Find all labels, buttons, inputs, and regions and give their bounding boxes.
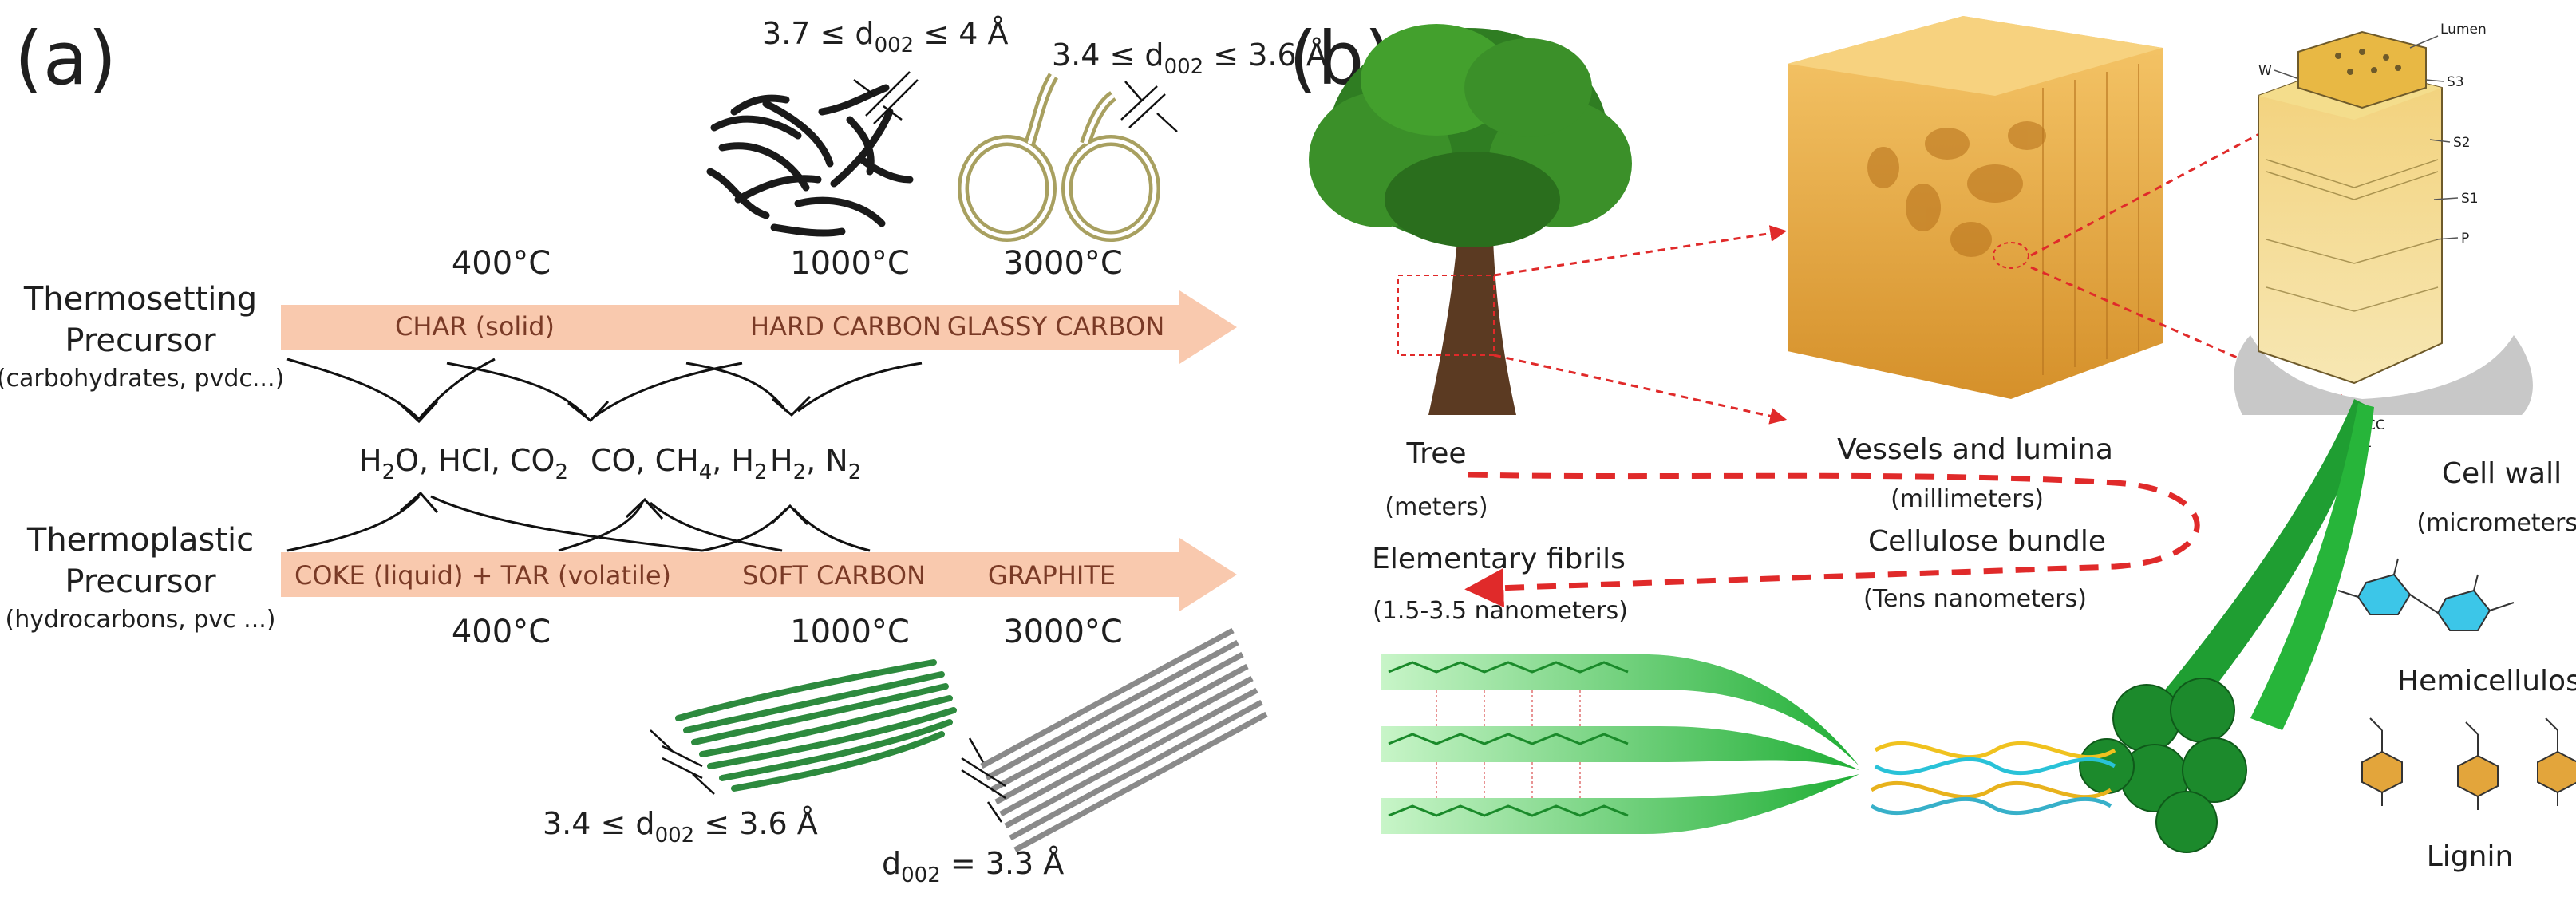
stage-hard-carbon: HARD CARBON [750, 311, 942, 342]
thermoset-temp-1000: 1000°C [790, 245, 910, 282]
fiber-bundle-illustration [2079, 399, 2374, 853]
hard-carbon-spacing: 3.7 ≤ d002 ≤ 4 Å [762, 16, 1008, 57]
glassy-carbon-spacing: 3.4 ≤ d002 ≤ 3.6 Å [1052, 38, 1327, 79]
tree-label: Tree [1405, 437, 1466, 470]
thermoplastic-temp-400: 400°C [452, 614, 551, 650]
tree-scale: (meters) [1385, 493, 1488, 521]
thermoplastic-temp-3000: 3000°C [1003, 614, 1123, 650]
gas-release-arrows [286, 358, 923, 424]
elementary-fibrils-illustration [1381, 654, 1859, 834]
panel-a-label: (a) [14, 16, 117, 101]
stage-coke: COKE (liquid) + TAR (volatile) [294, 560, 671, 591]
graphite-structure [980, 627, 1268, 853]
fibrils-scale: (1.5-3.5 nanometers) [1373, 597, 1628, 625]
fibrils-label: Elementary fibrils [1372, 543, 1626, 575]
stage-glassy-carbon: GLASSY CARBON [947, 311, 1165, 342]
stage-soft-carbon: SOFT CARBON [742, 560, 926, 591]
cellwall-scale: (micrometers) [2416, 509, 2576, 537]
layer-s3: S3 [2447, 74, 2464, 90]
gases-row: H2O, HCl, CO2 CO, CH4, H2 H2, N2 [359, 443, 861, 484]
thermoplastic-arrow [281, 538, 1237, 611]
lignin-label: Lignin [2427, 840, 2514, 873]
thermosetting-examples: (carbohydrates, pvdc...) [0, 365, 284, 393]
thermoset-temp-400: 400°C [452, 245, 551, 282]
vessels-illustration [1788, 16, 2163, 399]
graphite-spacing-marker [961, 737, 1006, 823]
gas-group-3: H2, N2 [770, 443, 861, 484]
hemicellulose-molecule [2337, 558, 2515, 631]
layer-s1: S1 [2461, 191, 2479, 207]
bundle-scale: (Tens nanometers) [1863, 585, 2087, 613]
thermoplastic-temp-1000: 1000°C [790, 614, 910, 650]
lignin-monomers [2361, 717, 2576, 810]
gas-release-arrows-lower [286, 491, 871, 552]
layer-leaders [2274, 35, 2459, 240]
vessels-scale: (millimeters) [1891, 485, 2044, 513]
panel-b: (b) Tree (meters) [1289, 16, 2576, 873]
cell-wall-illustration [2234, 30, 2533, 415]
cellwall-label: Cell wall [2442, 457, 2562, 490]
tree-illustration [1309, 24, 1632, 415]
soft-carbon-spacing: 3.4 ≤ d002 ≤ 3.6 Å [543, 806, 818, 848]
microfibril-helix [1870, 741, 2116, 816]
thermoplastic-title-2: Precursor [65, 563, 216, 600]
thermosetting-title: Thermosetting [23, 281, 257, 318]
thermoplastic-title: Thermoplastic [26, 522, 254, 559]
gas-group-1: H2O, HCl, CO2 [359, 443, 568, 484]
thermosetting-title-2: Precursor [65, 322, 216, 359]
stage-char: CHAR (solid) [395, 311, 555, 342]
graphite-spacing: d002 = 3.3 Å [882, 846, 1064, 887]
stage-graphite: GRAPHITE [988, 560, 1116, 591]
hard-carbon-structure [706, 84, 914, 237]
glassy-spacing-marker [1120, 81, 1178, 132]
gas-group-2: CO, CH4, H2 [591, 443, 768, 484]
glassy-carbon-structure [958, 73, 1160, 242]
layer-w: W [2258, 63, 2272, 79]
layer-s2: S2 [2453, 135, 2471, 151]
thermoplastic-examples: (hydrocarbons, pvc ...) [5, 606, 275, 634]
thermoset-temp-3000: 3000°C [1003, 245, 1123, 282]
panel-a: (a) 400°C 1000°C 3000°C CHAR (solid) HAR… [0, 16, 1327, 887]
hard-carbon-spacing-marker [853, 71, 919, 124]
soft-carbon-structure [675, 659, 957, 792]
bundle-label: Cellulose bundle [1868, 525, 2106, 558]
soft-carbon-spacing-marker [650, 729, 715, 795]
scale-flow-arrow [1464, 472, 2200, 608]
glassy-carbon-inner [961, 74, 1157, 239]
layer-p: P [2461, 231, 2469, 247]
hemicellulose-label: Hemicellulose [2397, 665, 2576, 697]
vessels-label: Vessels and lumina [1837, 433, 2113, 466]
layer-lumen: Lumen [2440, 22, 2487, 38]
thermosetting-arrow [281, 290, 1237, 364]
